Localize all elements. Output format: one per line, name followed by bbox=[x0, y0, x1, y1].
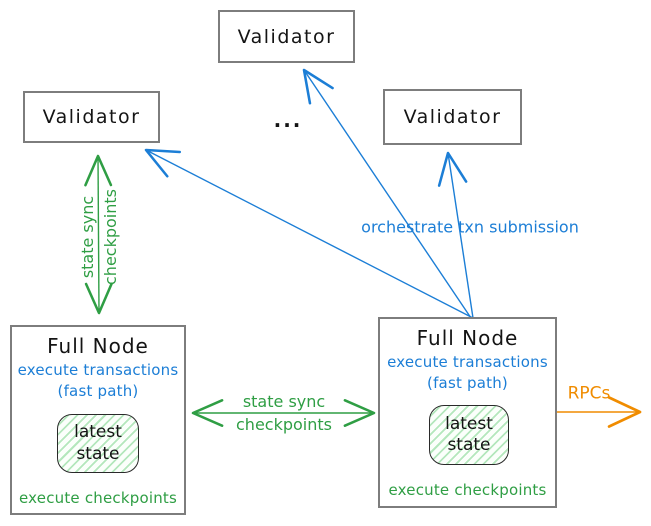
full-node-left-fast-path: (fast path) bbox=[57, 382, 139, 400]
full-node-left-exec-transactions: execute transactions bbox=[17, 361, 179, 379]
validator-top-label: Validator bbox=[237, 25, 336, 48]
full-node-right-exec-transactions: execute transactions bbox=[387, 353, 548, 371]
validator-left-label: Validator bbox=[42, 106, 141, 128]
full-node-left-exec-checkpoints: execute checkpoints bbox=[18, 489, 178, 507]
full-node-right-exec-checkpoints: execute checkpoints bbox=[388, 481, 547, 499]
orchestrate-txn-submission-label: orchestrate txn submission bbox=[361, 217, 579, 237]
full-node-right-fast-path: (fast path) bbox=[427, 374, 508, 392]
state-sync-horizontal-label: state sync checkpoints bbox=[236, 391, 332, 434]
more-validators-ellipsis: ... bbox=[273, 108, 303, 132]
rpcs-label: RPCs bbox=[567, 383, 611, 404]
latest-state-box-right: latest state bbox=[429, 405, 509, 465]
state-sync-vertical-label: state sync checkpoints bbox=[77, 189, 120, 285]
latest-state-box-left: latest state bbox=[57, 414, 139, 473]
validator-box-left: Validator bbox=[23, 91, 160, 143]
full-node-right-title: Full Node bbox=[416, 326, 519, 350]
validator-right-label: Validator bbox=[403, 106, 502, 128]
full-node-box-right: Full Node execute transactions (fast pat… bbox=[378, 317, 557, 508]
full-node-box-left: Full Node execute transactions (fast pat… bbox=[10, 325, 186, 515]
validator-box-top: Validator bbox=[218, 10, 355, 63]
full-node-left-title: Full Node bbox=[47, 334, 149, 358]
validator-box-right: Validator bbox=[383, 89, 522, 145]
